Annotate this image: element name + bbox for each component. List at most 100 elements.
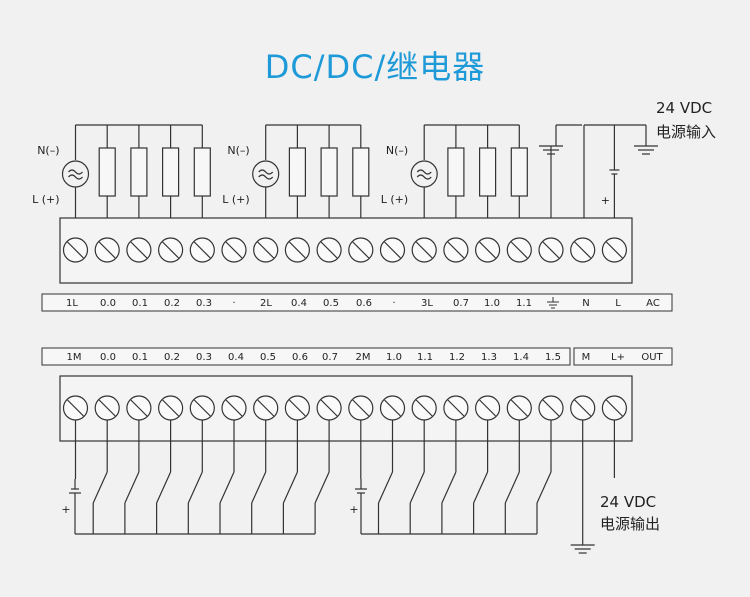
- terminal-label: 1.2: [449, 352, 465, 363]
- terminal-label: OUT: [641, 352, 663, 363]
- input-switch: [187, 471, 203, 504]
- terminal-label: 0.3: [196, 352, 212, 363]
- terminal-screw: [94, 395, 120, 421]
- terminal-label: 0.3: [196, 298, 212, 309]
- terminal-screw: [189, 237, 215, 263]
- terminal-screw: [538, 237, 564, 263]
- terminal-label: 0.1: [132, 352, 148, 363]
- input-wiring: [69, 420, 616, 554]
- plus-sign: +: [349, 503, 358, 516]
- terminal-label: 0.4: [291, 298, 307, 309]
- terminal-label: 1.5: [545, 352, 561, 363]
- output-wiring: [61, 124, 658, 238]
- n-label: N(–): [227, 144, 249, 157]
- terminal-label: 0.0: [100, 352, 116, 363]
- terminal-label: 0.7: [322, 352, 338, 363]
- terminal-screw: [570, 237, 596, 263]
- load-resistor: [479, 147, 497, 197]
- input-switch: [473, 471, 489, 504]
- terminal-label: 1.1: [516, 298, 532, 309]
- supply-in-label: 电源输入: [656, 123, 716, 141]
- terminal-label: 0.7: [453, 298, 469, 309]
- terminal-label: L: [615, 298, 621, 309]
- terminal-label: 1.4: [513, 352, 529, 363]
- input-switch: [92, 471, 108, 504]
- terminal-label: 2M: [356, 352, 371, 363]
- terminal-label: 0.2: [164, 352, 180, 363]
- terminal-screw: [158, 395, 184, 421]
- l-label: L (+): [32, 193, 59, 206]
- terminal-screw: [316, 237, 342, 263]
- terminal-screw: [506, 237, 532, 263]
- terminal-label: 1L: [66, 298, 78, 309]
- input-switch: [282, 471, 298, 504]
- terminal-screw: [94, 237, 120, 263]
- load-resistor: [288, 147, 306, 197]
- input-switch: [441, 471, 457, 504]
- terminal-screw: [62, 237, 89, 263]
- terminal-screw: [601, 395, 628, 421]
- top-terminal-block: [59, 217, 633, 284]
- terminal-screw: [62, 395, 89, 421]
- input-switch: [251, 471, 267, 504]
- input-switch: [314, 471, 330, 504]
- terminal-label: 0.0: [100, 298, 116, 309]
- load-resistor: [447, 147, 465, 197]
- label-strip-box: [573, 347, 673, 366]
- terminal-screw: [348, 237, 374, 263]
- terminal-screw: [379, 237, 406, 263]
- input-switch: [219, 471, 235, 504]
- terminal-label: ·: [392, 298, 395, 309]
- label-strip-box: [41, 347, 571, 366]
- terminal-label: N: [582, 298, 589, 309]
- input-switch: [377, 471, 394, 504]
- bottom-terminal-block: [59, 375, 633, 442]
- terminal-screw: [253, 237, 279, 263]
- terminal-screw: [443, 395, 469, 421]
- terminal-screw: [443, 237, 469, 263]
- load-resistor: [98, 147, 116, 197]
- terminal-label: 3L: [421, 298, 433, 309]
- terminal-screw: [316, 395, 342, 421]
- load-resistor: [130, 147, 148, 197]
- load-resistor: [320, 147, 338, 197]
- terminal-label: AC: [646, 298, 660, 309]
- ac-source-icon: [252, 160, 280, 188]
- input-switch: [124, 471, 140, 504]
- terminal-screw: [158, 237, 184, 263]
- terminal-screw: [284, 395, 310, 421]
- l-label: L (+): [381, 193, 408, 206]
- terminal-label: ·: [232, 298, 235, 309]
- terminal-screw: [253, 395, 279, 421]
- terminal-label: 2L: [260, 298, 272, 309]
- terminal-label: 0.6: [292, 352, 308, 363]
- terminal-screw: [379, 395, 406, 421]
- terminal-screw: [601, 237, 628, 263]
- ac-source-icon: [61, 160, 90, 188]
- terminal-screw: [411, 237, 437, 263]
- load-resistor: [352, 147, 370, 197]
- ground-icon: [570, 544, 595, 554]
- ground-icon: [634, 145, 658, 155]
- plus-sign: +: [61, 503, 70, 516]
- terminal-screw: [126, 395, 152, 421]
- input-switch: [504, 471, 520, 504]
- terminal-screw: [475, 395, 501, 421]
- load-resistor: [510, 147, 528, 197]
- load-resistor: [193, 147, 211, 197]
- supply-out-voltage: 24 VDC: [600, 493, 656, 511]
- terminal-label: L+: [611, 352, 625, 363]
- terminal-screw: [221, 237, 247, 263]
- l-label: L (+): [222, 193, 249, 206]
- terminal-screw: [475, 237, 501, 263]
- terminal-label: 0.6: [356, 298, 372, 309]
- diagram-title: DC/DC/继电器: [264, 48, 486, 86]
- input-switch: [536, 471, 552, 504]
- terminal-label: 1M: [67, 352, 82, 363]
- terminal-label: 0.2: [164, 298, 180, 309]
- supply-in-voltage: 24 VDC: [656, 99, 712, 117]
- input-switch: [409, 471, 425, 504]
- terminal-screw: [506, 395, 532, 421]
